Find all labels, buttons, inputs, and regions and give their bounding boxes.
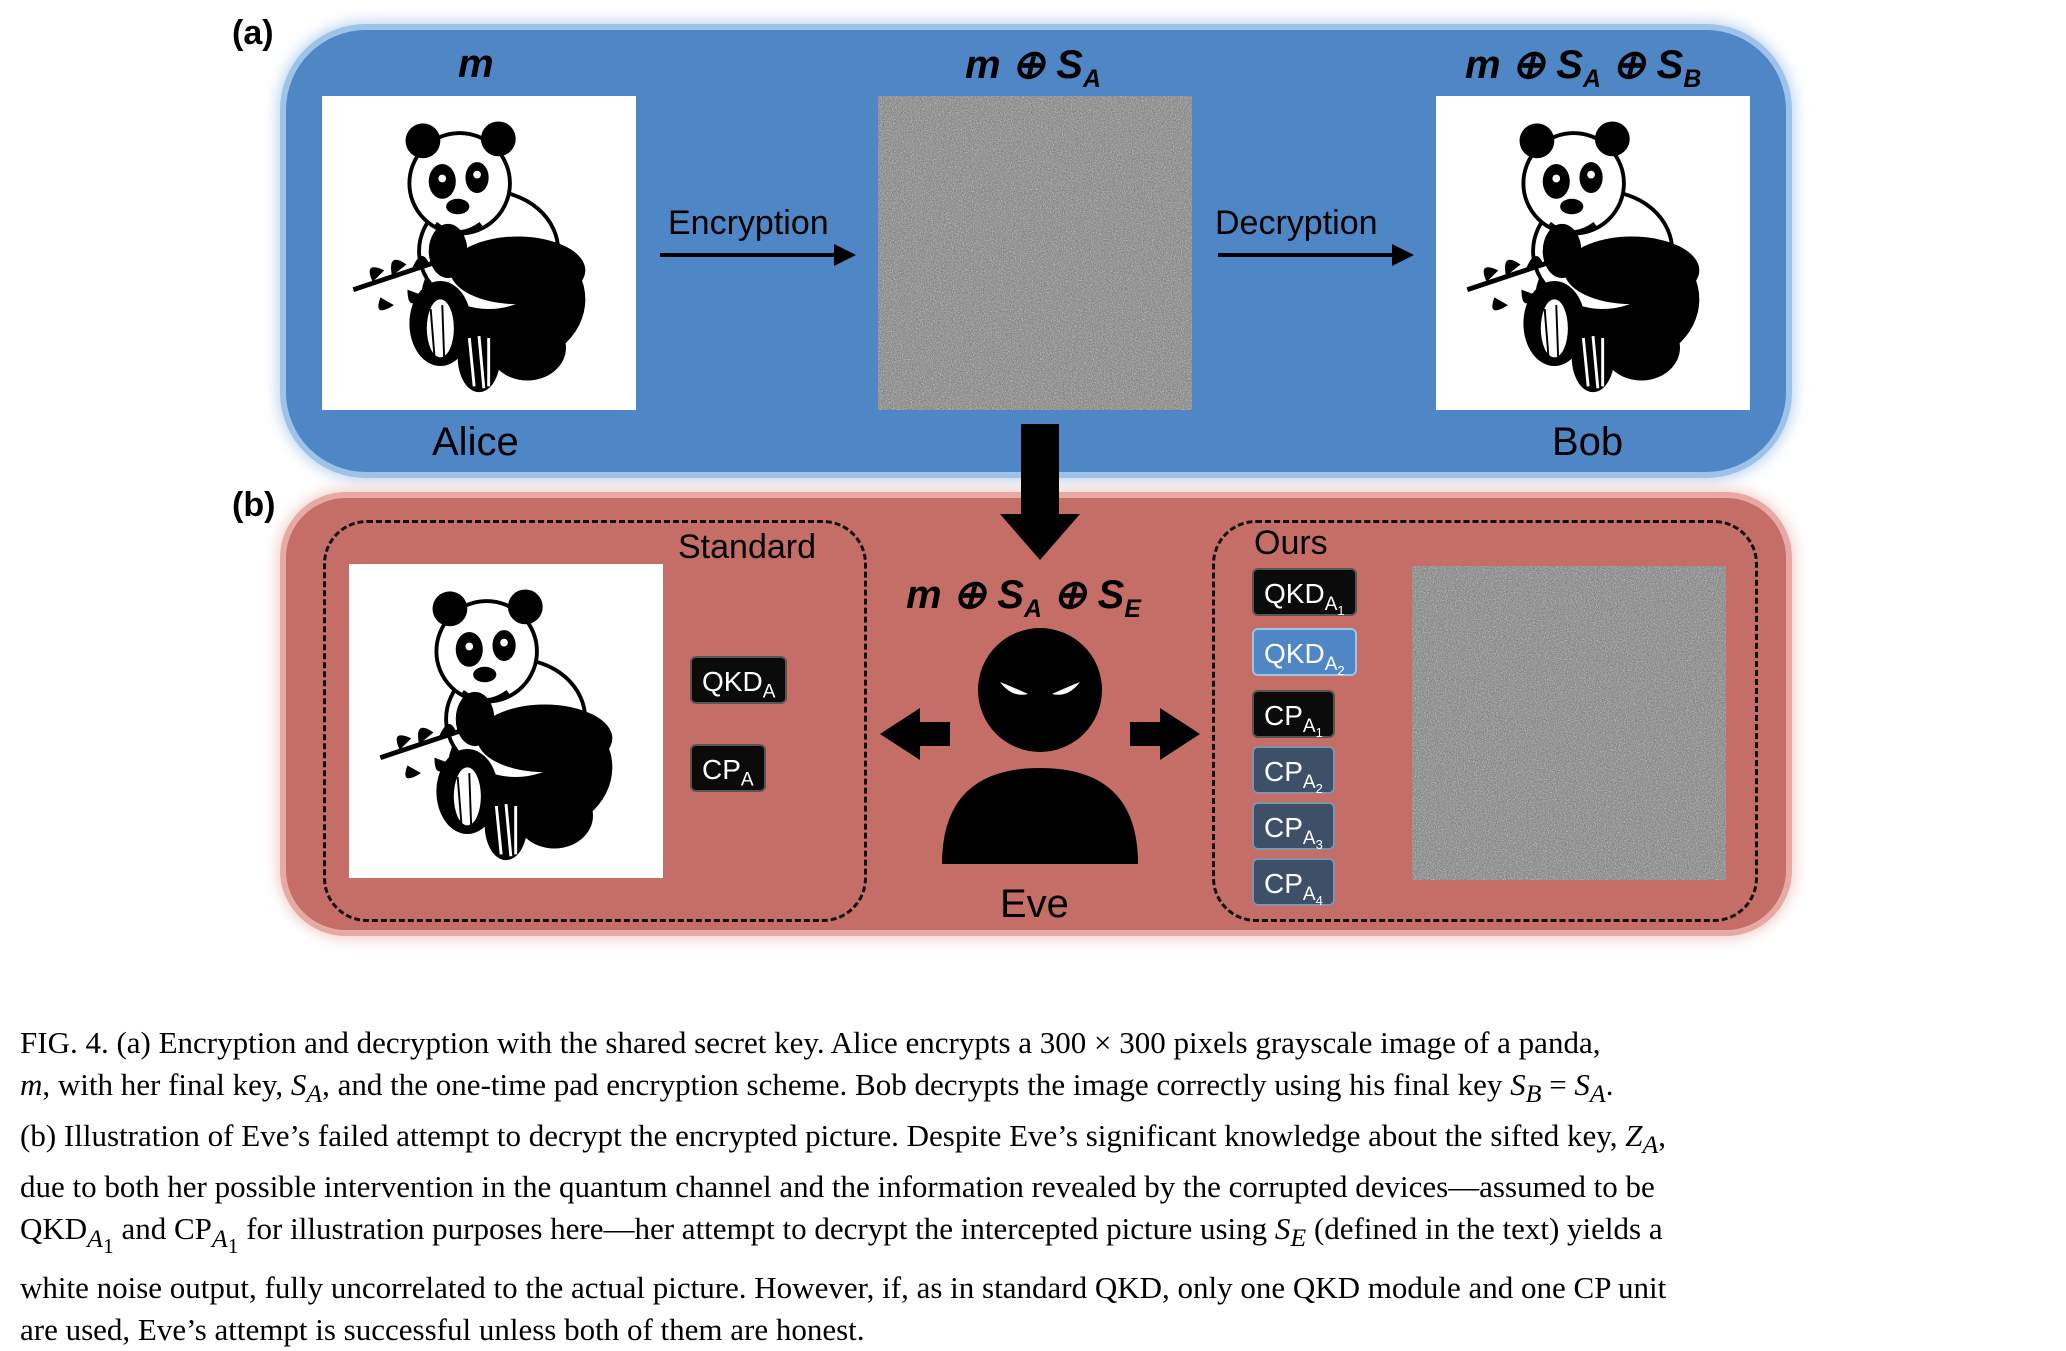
panel-b-label: (b)	[232, 486, 276, 524]
caption-line-7: are used, Eve’s attempt is successful un…	[20, 1311, 865, 1347]
decryption-arrow	[1218, 244, 1414, 266]
caption-line-6: white noise output, fully uncorrelated t…	[20, 1269, 1667, 1305]
standard-label: Standard	[678, 528, 816, 566]
header-decrypted: m ⊕ SA ⊕ SB	[1465, 43, 1702, 93]
encryption-label: Encryption	[668, 204, 829, 242]
header-message: m	[458, 42, 494, 86]
standard-cp-chip: CPA	[690, 744, 766, 792]
bob-label: Bob	[1552, 420, 1624, 464]
caption-line-5: QKDA1 and CPA1 for illustration purposes…	[20, 1211, 1663, 1258]
panel-a-label: (a)	[232, 14, 274, 52]
eve-head-icon	[978, 628, 1102, 752]
encrypted-noise-image	[878, 96, 1192, 410]
header-ciphertext: m ⊕ SA	[965, 43, 1101, 93]
ours-cp-a3-chip: CPA3	[1252, 802, 1335, 851]
caption-line-1: FIG. 4. (a) Encryption and decryption wi…	[20, 1025, 1601, 1060]
eve-body-icon	[942, 768, 1138, 864]
standard-box	[323, 520, 867, 922]
alice-label: Alice	[432, 420, 519, 464]
caption-line-3: (b) Illustration of Eve’s failed attempt…	[20, 1118, 1666, 1160]
caption-line-2: m, with her final key, SA, and the one-t…	[20, 1067, 1614, 1109]
encryption-arrow	[660, 244, 856, 266]
caption-line-4: due to both her possible intervention in…	[20, 1169, 1655, 1205]
ours-cp-a1-chip: CPA1	[1252, 690, 1335, 739]
figure-caption: FIG. 4. (a) Encryption and decryption wi…	[20, 1022, 2050, 1351]
ours-label: Ours	[1254, 524, 1328, 562]
eve-decrypted-panda-image	[349, 564, 663, 878]
ours-box	[1212, 520, 1758, 922]
intercept-arrow	[1000, 424, 1080, 560]
eve-label: Eve	[1000, 882, 1069, 926]
bob-panda-image	[1436, 96, 1750, 410]
alice-panda-image	[322, 96, 636, 410]
eve-figure	[880, 628, 1200, 864]
ours-cp-a2-chip: CPA2	[1252, 746, 1335, 795]
ours-qkd-a2-chip: QKDA2	[1252, 628, 1357, 677]
right-arrow-icon	[1130, 708, 1200, 760]
eve-noise-image	[1412, 566, 1726, 880]
standard-qkd-chip: QKDA	[690, 656, 788, 704]
left-arrow-icon	[880, 708, 950, 760]
ours-cp-a4-chip: CPA4	[1252, 858, 1335, 907]
decryption-label: Decryption	[1215, 204, 1378, 242]
ours-qkd-a1-chip: QKDA1	[1252, 568, 1357, 617]
eve-key-header: m ⊕ SA ⊕ SE	[906, 573, 1141, 623]
